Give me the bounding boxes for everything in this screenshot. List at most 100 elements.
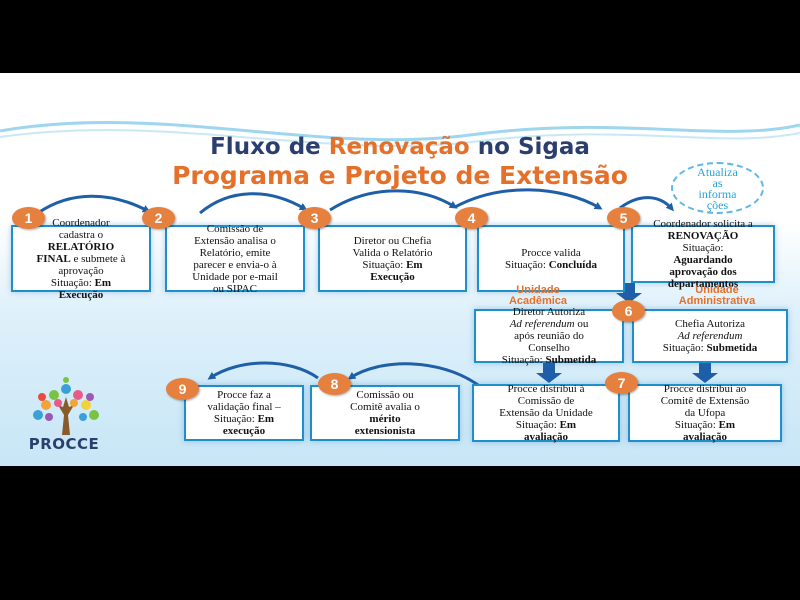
box-text-segment: extensionista — [354, 425, 416, 437]
box-text-line: Execução — [59, 289, 104, 301]
box-text-line: após reunião do — [514, 330, 584, 342]
procce-logo-text: PROCCE — [28, 435, 100, 453]
box-text-line: Ad referendum — [678, 330, 743, 342]
box-text-segment: Situação: — [662, 342, 707, 354]
box-text-segment: Extensão da Unidade — [499, 407, 593, 419]
box-text-line: Conselho — [528, 342, 570, 354]
box-text-segment: Coordenador solicita a — [653, 218, 753, 230]
box-text-segment: Procce faz a — [217, 389, 271, 401]
box-text-segment: Comitê avalia o — [350, 401, 420, 413]
arrow-1-to-2 — [37, 194, 151, 215]
box-text-line: Situação: Submetida — [663, 342, 757, 354]
box-text-segment: Ad referendum — [677, 330, 743, 342]
box-text-segment: Ad referendum — [509, 318, 575, 330]
box-text-line: Situação: Concluída — [505, 259, 597, 271]
slide: Fluxo de Renovação no Sigaa Programa e P… — [0, 73, 800, 466]
down-arrow-6b-to-7b — [692, 363, 718, 383]
box-text-line: Comitê de Extensão — [661, 395, 750, 407]
box-text-segment: Situação: — [682, 242, 724, 254]
box-text-segment: após reunião do — [514, 330, 584, 342]
box-text-line: Comissão de — [207, 223, 264, 235]
box-text-line: Coordenador — [52, 217, 109, 229]
box-text-line: Situação: Submetida — [502, 354, 596, 366]
box-text-segment: aprovação — [58, 264, 104, 277]
box-text-segment: cadastra o — [58, 228, 104, 241]
box-text-segment: Situação: — [213, 413, 258, 425]
box-text-segment: Em — [94, 276, 112, 289]
box-text-line: Execução — [370, 271, 415, 283]
box-text-line: validação final – — [207, 401, 280, 413]
box-text-line: Coordenador solicita a — [653, 218, 753, 230]
down-arrow-6a-to-7a — [536, 363, 562, 383]
box-text-segment: parecer e envia-o à — [193, 258, 277, 271]
box-text-segment: aprovação dos — [669, 266, 737, 278]
box-text-segment: RELATÓRIO — [47, 240, 115, 253]
down-arrow-5-to-6 — [616, 283, 642, 303]
arrow-7-to-8 — [347, 362, 479, 387]
box-text-segment: Situação: — [50, 276, 95, 289]
step-9-badge: 9 — [166, 378, 199, 400]
box-text-line: Procce distribui ao — [664, 383, 746, 395]
step-6-badge: 6 — [612, 300, 645, 322]
step-2-badge: 2 — [142, 207, 175, 229]
box-text-line: Comitê avalia o — [350, 401, 420, 413]
box-text-segment: Unidade por e-mail — [192, 270, 278, 283]
box-text-segment: Situação: — [674, 419, 719, 431]
box-text-line: Extensão da Unidade — [499, 407, 592, 419]
box-text-line: mérito — [369, 413, 400, 425]
box-text-segment: Comissão de — [206, 222, 264, 235]
box-text-segment: Execução — [370, 270, 415, 283]
arrow-3-to-4 — [329, 189, 458, 212]
box-text-segment: Procce valida — [521, 246, 581, 259]
box-text-line: aprovação — [58, 265, 103, 277]
box-text-line: Procce distribui à — [508, 383, 585, 395]
box-text-segment: avaliação — [683, 431, 727, 443]
box-text-line: Procce faz a — [217, 389, 271, 401]
box-text-line: Situação: Em — [214, 413, 274, 425]
box-text-line: Diretor ou Chefia — [354, 235, 432, 247]
box-text-line: Situação: Em — [362, 259, 422, 271]
box-text-line: Unidade por e-mail — [192, 271, 278, 283]
box-text-segment: Comitê de Extensão — [660, 395, 750, 407]
box-text-line: Aguardando — [673, 254, 732, 266]
page-title: Fluxo de Renovação no Sigaa — [210, 134, 590, 160]
box-text-line: aprovação dos — [669, 266, 736, 278]
box-text-line: Situação: Em — [675, 419, 735, 431]
box-text-line: parecer e envia-o à — [193, 259, 276, 271]
box-text-line: extensionista — [355, 425, 416, 437]
box-text-segment: Extensão analisa o — [194, 234, 276, 247]
box-text-segment: Comissão de — [517, 395, 575, 407]
box-text-line: ou SIPAC — [213, 283, 257, 295]
box-text-segment: Em — [406, 258, 423, 271]
box-text-segment: Situação: — [505, 258, 549, 271]
box-text-line: Extensão analisa o — [194, 235, 276, 247]
box-text-segment: Valida o Relatório — [352, 246, 433, 259]
box-text-segment: validação final – — [207, 401, 281, 413]
box-text-segment: Procce distribui à — [507, 383, 585, 395]
box-text-segment: Execução — [58, 288, 104, 301]
box-text-line: RENOVAÇÃO — [668, 230, 739, 242]
box-text-line: departamentos — [668, 278, 738, 290]
box-text-segment: RENOVAÇÃO — [667, 230, 739, 242]
box-text-line: Valida o Relatório — [352, 247, 432, 259]
arrow-8-to-9 — [207, 361, 319, 380]
procce-tree-logo — [33, 377, 99, 435]
arrow-4-to-5 — [454, 188, 603, 210]
step-3-badge: 3 — [298, 207, 331, 229]
step-7-badge: 7 — [605, 372, 638, 394]
box-text-line: Situação: Em — [51, 277, 111, 289]
box-text-line: Diretor Autoriza — [513, 306, 585, 318]
step-8-badge: 8 — [318, 373, 351, 395]
box-text-segment: avaliação — [524, 431, 568, 443]
box-text-line: FINAL e submete à — [37, 253, 126, 265]
arrow-5-to-5b — [619, 196, 674, 212]
box-text-segment: ou SIPAC — [213, 282, 257, 295]
box-text-segment: Diretor Autoriza — [512, 306, 586, 318]
box-text-line: avaliação — [524, 431, 568, 443]
